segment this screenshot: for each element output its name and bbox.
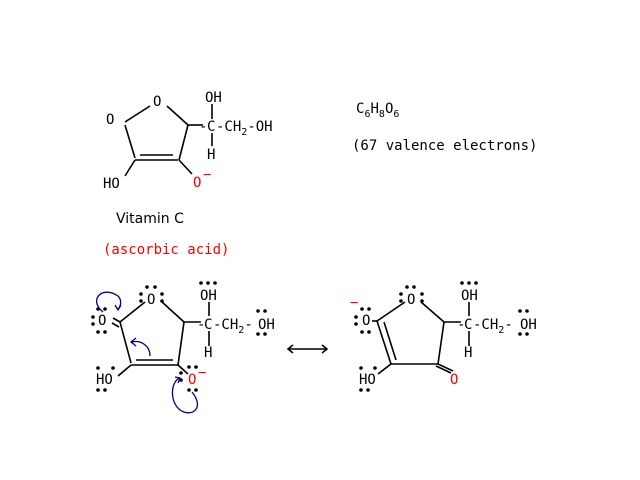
arrow-double-bond-head	[129, 337, 137, 347]
left-lone-pairs	[91, 281, 267, 392]
valence-electron-note: (67 valence electrons)	[352, 138, 537, 154]
electron-pushing-arrows	[96, 291, 198, 414]
right-hydrogen: H	[464, 345, 472, 361]
right-resonance-structure: O O − OH C - -CH2- OH H HO O	[350, 281, 537, 392]
arrow-carbonyl-head	[114, 304, 122, 312]
left-ring-oxygen: O	[147, 292, 155, 308]
right-chiral-carbon: C	[464, 317, 472, 333]
top-ch2: -CH2-OH	[216, 119, 273, 138]
top-carbonyl-oxygen: O	[106, 112, 114, 128]
top-dash: -	[199, 119, 207, 135]
left-hydroxyl-top: OH	[200, 288, 217, 304]
left-minus-sign: −	[198, 365, 206, 381]
top-chiral-carbon: C	[207, 119, 215, 135]
left-ch2: -CH2-	[213, 317, 253, 336]
left-hydrogen: H	[204, 345, 212, 361]
right-chain-OH: OH	[520, 317, 537, 333]
right-lone-pairs	[354, 281, 529, 392]
arrow-double-bond-shift	[131, 340, 151, 357]
left-dash: -	[197, 317, 205, 333]
top-hydrogen: H	[207, 147, 215, 163]
resonance-arrow	[286, 344, 329, 354]
top-structure	[124, 104, 213, 177]
left-O-minus: O	[188, 372, 196, 388]
right-hydroxyl-top: OH	[461, 288, 478, 304]
left-chain-OH: OH	[258, 317, 275, 333]
left-carbonyl-oxygen: O	[98, 313, 106, 329]
right-HO: HO	[359, 372, 376, 388]
left-bonds	[111, 301, 210, 377]
left-HO: HO	[96, 372, 113, 388]
top-minus-sign: −	[203, 167, 211, 183]
left-resonance-structure: O O OH C - -CH2- OH H HO O −	[91, 281, 275, 414]
right-ketone-oxygen: O	[450, 372, 458, 388]
right-minus-sign: −	[350, 295, 358, 311]
top-O-minus: O	[193, 175, 201, 191]
right-ring-oxygen: O	[407, 292, 415, 308]
arrow-oxyanion-lone-pair	[171, 377, 198, 414]
systematic-name: (ascorbic acid)	[103, 242, 229, 258]
right-dash: -	[457, 317, 465, 333]
right-bonds	[372, 301, 470, 375]
top-hydroxyl-top: OH	[205, 90, 222, 106]
top-ring-oxygen: O	[153, 94, 161, 110]
arrow-oxyanion-head	[174, 376, 181, 384]
molecular-formula: C6H8O6	[356, 101, 399, 120]
right-O-minus: O	[362, 313, 370, 329]
top-HO-left: HO	[103, 176, 120, 192]
right-ch2: -CH2-	[473, 317, 513, 336]
left-chiral-carbon: C	[204, 317, 212, 333]
common-name: Vitamin C	[116, 211, 184, 227]
